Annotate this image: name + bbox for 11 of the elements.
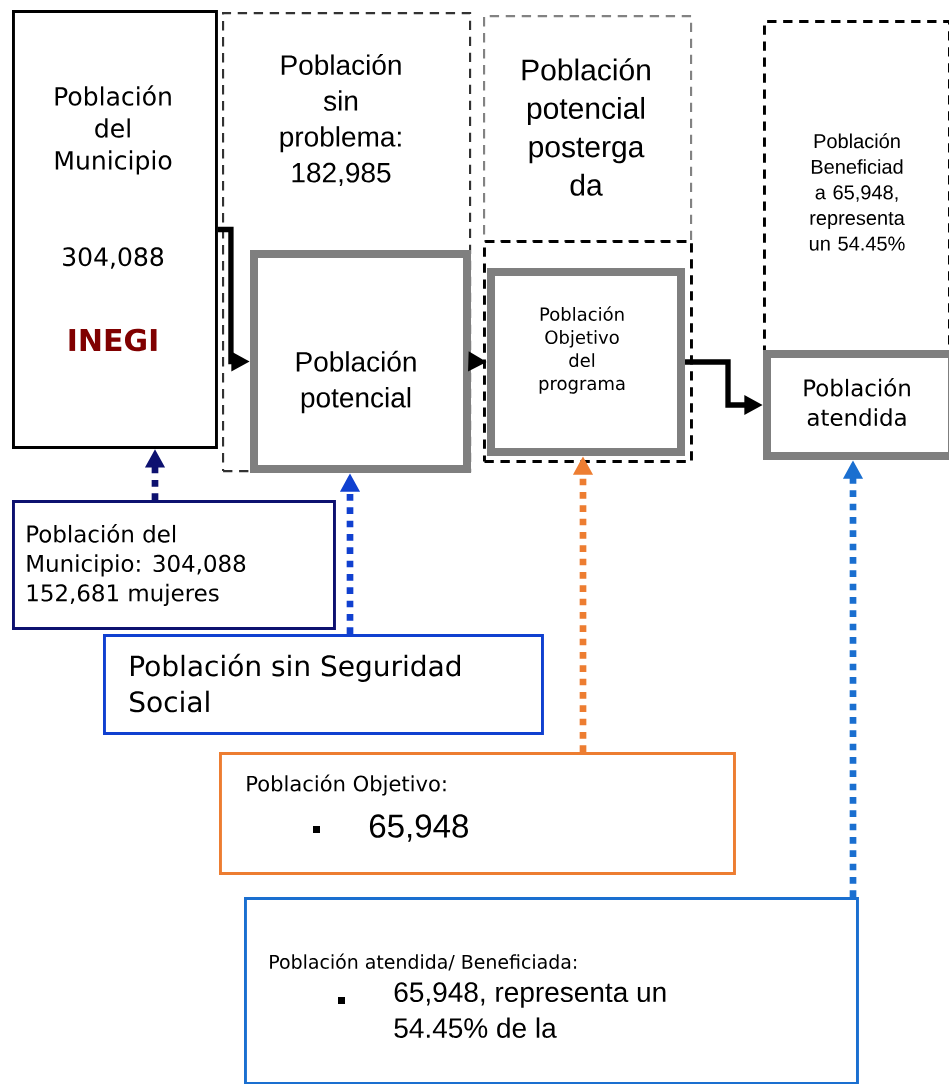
process-box: Población potencial xyxy=(250,250,471,473)
process-box: Población Objetivo del programa xyxy=(487,268,685,456)
callout-box: Población del Municipio: 304,088 152,681 mujeres xyxy=(12,500,336,630)
callout-box: Población sin Seguridad Social xyxy=(103,634,544,735)
population-box: Población del Municipio 304,088 INEGI xyxy=(12,10,218,449)
dashed-box xyxy=(483,240,693,463)
callout-box: Población Objetivo: 65,948 xyxy=(219,752,736,875)
dashed-box: Población potencial posterga da xyxy=(483,15,693,243)
dashed-box: Población Beneficiad a 65,948, representa un 54.45% xyxy=(763,20,949,353)
callout-box: Población atendida/ Beneficiada: 65,948, representa un 54.45% de la xyxy=(244,897,859,1084)
process-box: Población atendida xyxy=(763,350,949,460)
